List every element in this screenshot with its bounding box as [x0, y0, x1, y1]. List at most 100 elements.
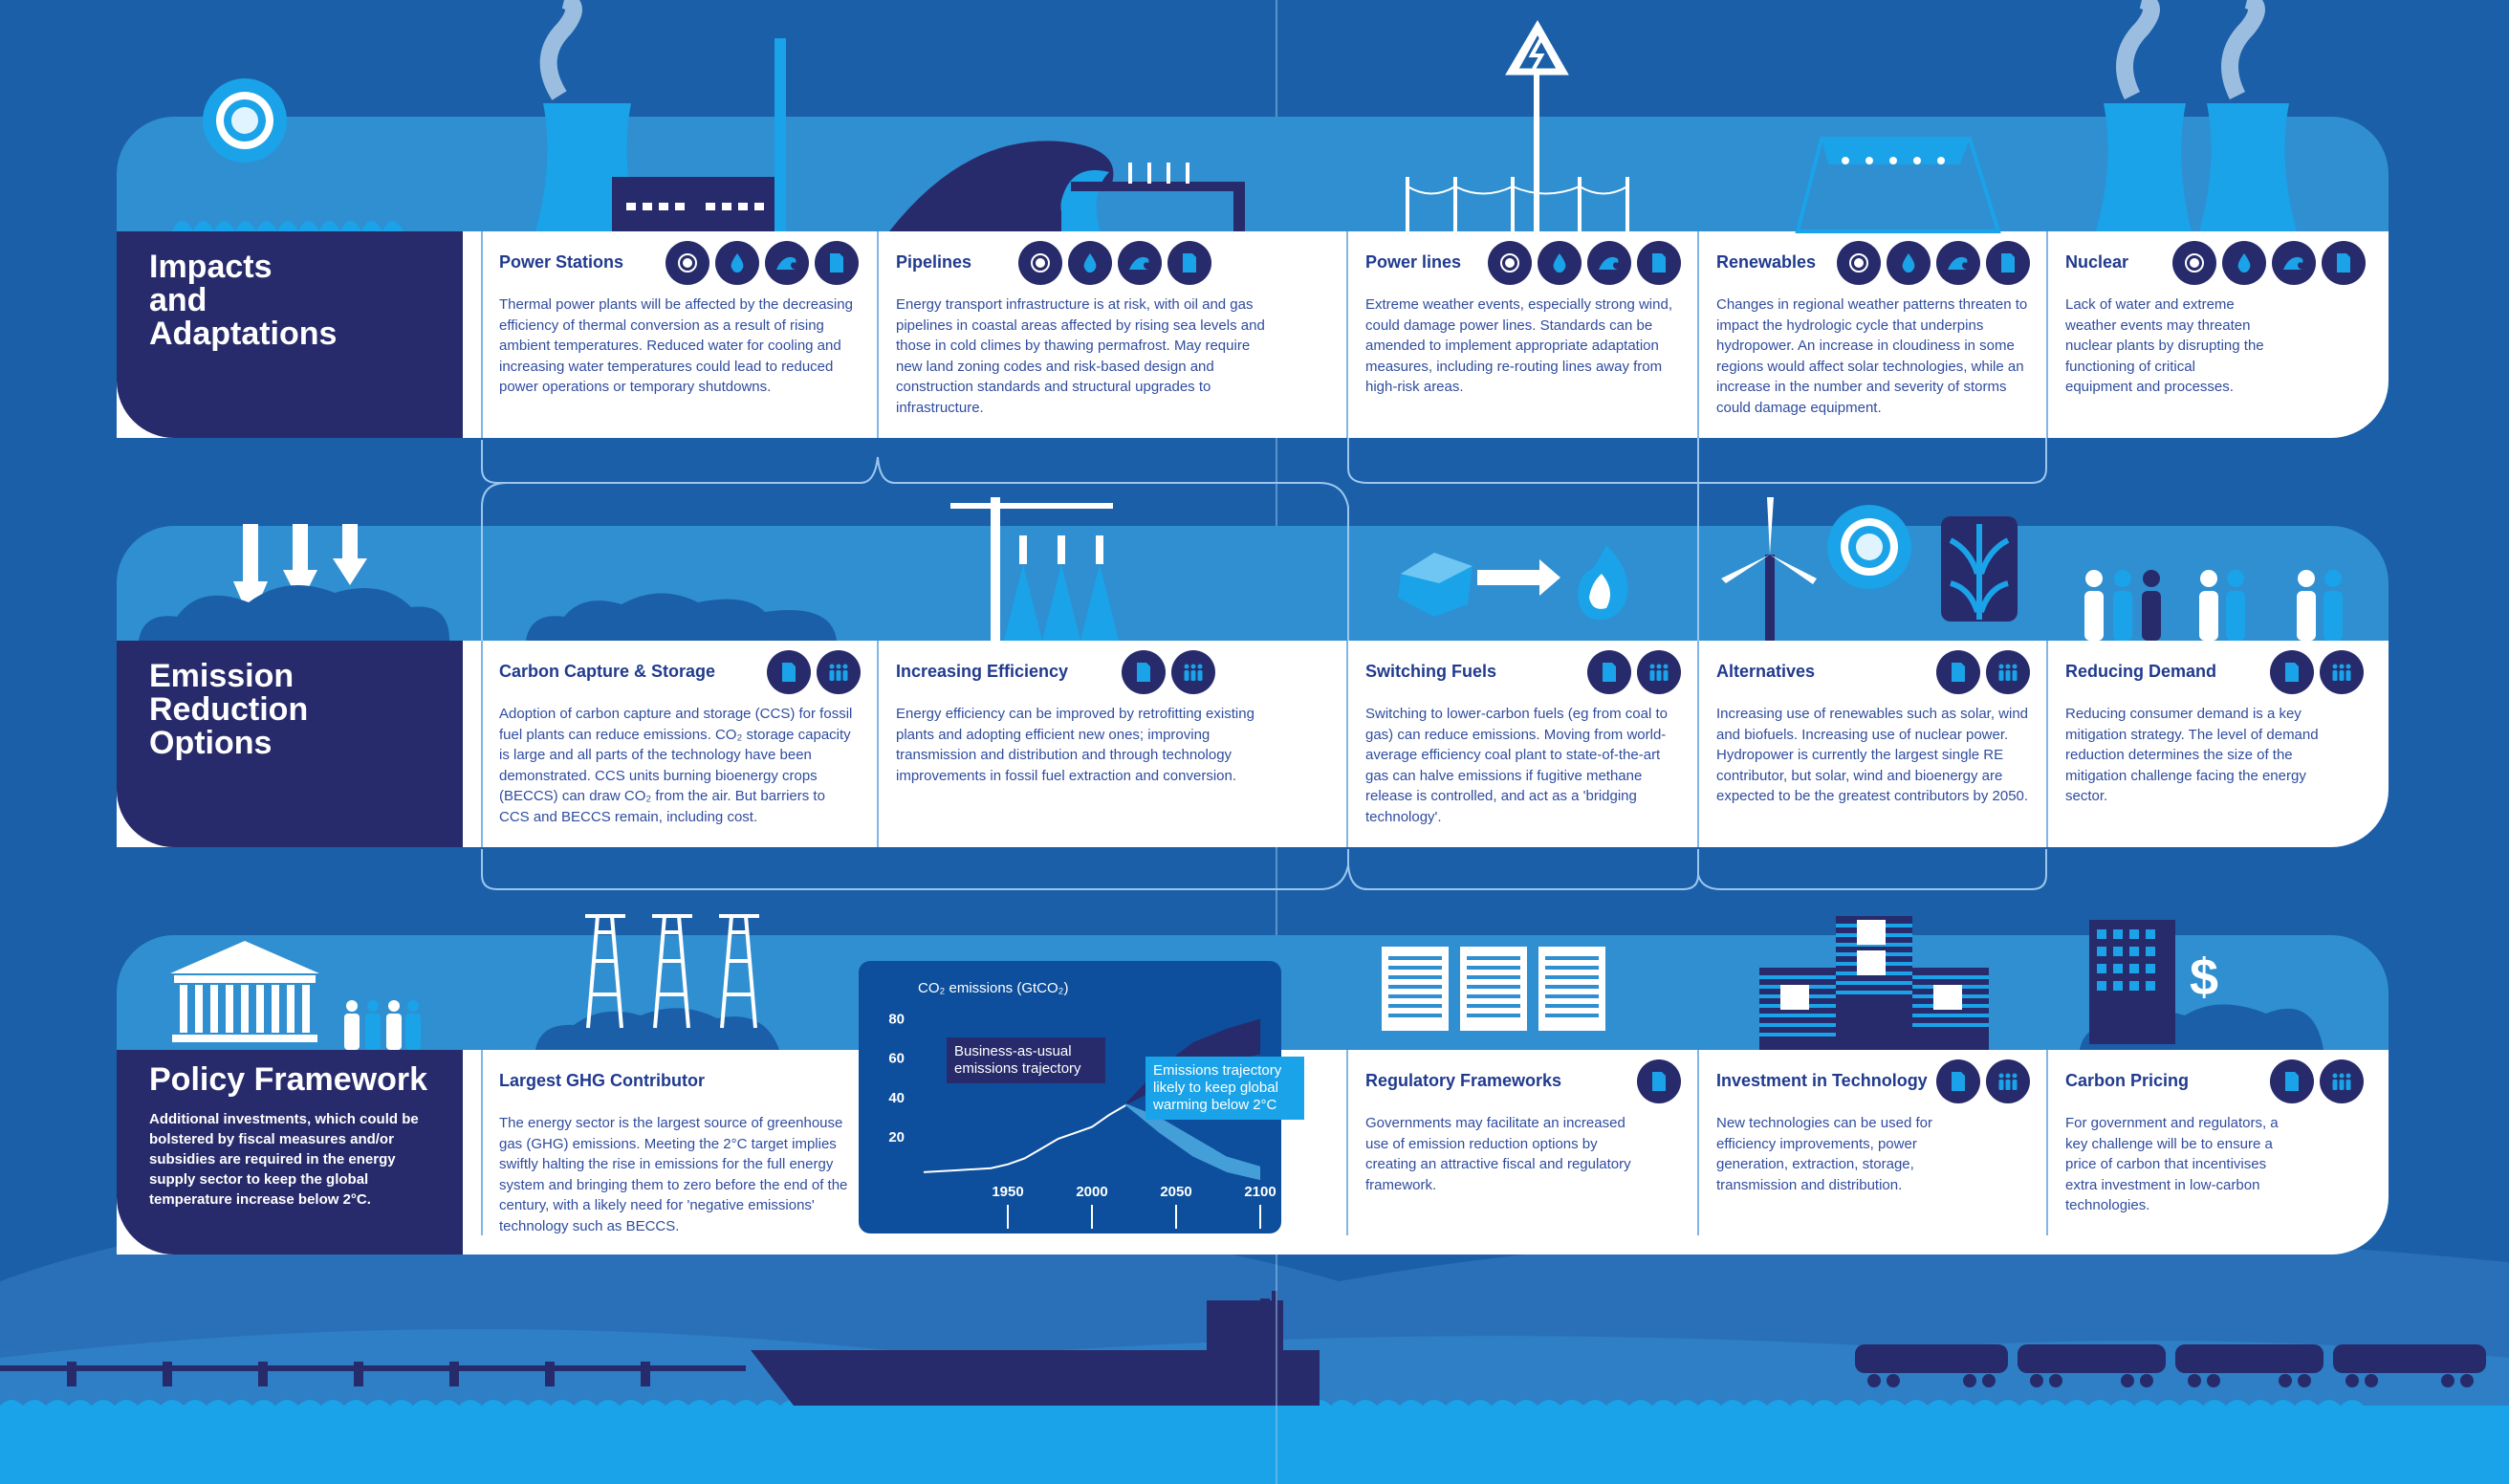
card-text: Thermal power plants will be affected by…	[499, 296, 853, 395]
carbon-capture-card: Carbon Capture & Storage Adoption of car…	[480, 641, 877, 847]
document-icon	[1986, 241, 2030, 285]
government-building-illustration	[170, 941, 319, 1042]
divider	[2046, 1050, 2048, 1235]
divider	[1697, 231, 1699, 438]
card-text: Reducing consumer demand is a key mitiga…	[2065, 706, 2319, 804]
sun-icon	[1488, 241, 1532, 285]
divider	[1697, 1050, 1699, 1235]
switching-fuels-card: Switching Fuels Switching to lower-carbo…	[1346, 641, 1697, 847]
wind-turbine-illustration	[1721, 497, 1817, 641]
dam-illustration	[1795, 137, 2001, 233]
wave-icon	[1587, 241, 1631, 285]
water-drop-icon	[1068, 241, 1112, 285]
divider	[877, 231, 879, 438]
card-text: The energy sector is the largest source …	[499, 1115, 848, 1234]
water-drop-icon	[715, 241, 759, 285]
sun-icon	[2172, 241, 2216, 285]
icon-group	[1587, 650, 1681, 694]
icon-group	[1936, 1059, 2030, 1103]
document-icon	[1936, 1059, 1980, 1103]
crane-illustration	[950, 497, 1119, 641]
nuclear-towers-illustration	[2096, 0, 2297, 231]
below-2c-callout: Emissions trajectory likely to keep glob…	[1145, 1057, 1304, 1120]
power-stations-card: Power Stations Thermal power plants will…	[480, 231, 877, 438]
card-title: Carbon Pricing	[2065, 1071, 2190, 1090]
reducing-demand-card: Reducing Demand Reducing consumer demand…	[2046, 641, 2371, 847]
train-icon	[1855, 1344, 2486, 1387]
card-text: For government and regulators, a key cha…	[2065, 1115, 2279, 1213]
divider	[877, 641, 879, 847]
impacts-heading: Impacts and Adaptations	[149, 249, 338, 352]
sun-icon	[1837, 241, 1881, 285]
people-icon	[1986, 1059, 2030, 1103]
divider	[1346, 231, 1348, 438]
document-icon	[1122, 650, 1166, 694]
below-2c-band	[1125, 1102, 1260, 1181]
people-icon	[1637, 650, 1681, 694]
card-text: Adoption of carbon capture and storage (…	[499, 706, 853, 825]
card-title: Alternatives	[1716, 662, 1816, 681]
card-title: Increasing Efficiency	[896, 662, 1069, 681]
people-icon	[1171, 650, 1215, 694]
renewables-card: Renewables Changes in regional weather p…	[1697, 231, 2046, 438]
bau-callout: Business-as-usual emissions trajectory	[947, 1037, 1105, 1083]
card-title: Renewables	[1716, 252, 1817, 272]
solar-sun-illustration	[1827, 505, 1911, 589]
x-tick-label: 2050	[1160, 1184, 1191, 1200]
icon-group	[1488, 241, 1681, 285]
pipelines-card: Pipelines Energy transport infrastructur…	[877, 231, 1346, 438]
document-icon	[1936, 650, 1980, 694]
card-title: Pipelines	[896, 252, 972, 272]
largest-ghg-card: Largest GHG Contributor The energy secto…	[480, 1050, 859, 1255]
sun-icon	[665, 241, 709, 285]
investment-technology-card: Investment in Technology New technologie…	[1697, 1050, 2046, 1255]
card-text: Energy transport infrastructure is at ri…	[896, 296, 1265, 416]
divider	[481, 231, 483, 438]
nuclear-card: Nuclear Lack of water and extreme weathe…	[2046, 231, 2371, 438]
money-stacks-illustration	[1759, 916, 1989, 1050]
divider	[1346, 641, 1348, 847]
card-title: Reducing Demand	[2065, 662, 2217, 681]
icon-group	[1018, 241, 1211, 285]
card-text: Increasing use of renewables such as sol…	[1716, 706, 2029, 804]
office-building-illustration: $	[2089, 920, 2218, 1044]
divider	[2046, 641, 2048, 847]
power-station-illustration	[535, 0, 786, 231]
card-title: Power lines	[1365, 252, 1462, 272]
document-icon	[767, 650, 811, 694]
icon-group	[1637, 1059, 1681, 1103]
sun-icon	[1018, 241, 1062, 285]
water-drop-icon	[2222, 241, 2266, 285]
y-tick-label: 40	[888, 1090, 905, 1106]
water-drop-icon	[1887, 241, 1931, 285]
card-title: Carbon Capture & Storage	[499, 662, 716, 681]
card-text: Lack of water and extreme weather events…	[2065, 296, 2264, 395]
document-icon	[2270, 650, 2314, 694]
divider	[481, 641, 483, 847]
documents-illustration	[1382, 947, 1605, 1031]
y-tick-label: 80	[888, 1012, 905, 1028]
people-icon	[1986, 650, 2030, 694]
wave-icon	[2272, 241, 2316, 285]
small-people-illustration	[344, 1000, 421, 1050]
people-icon	[2320, 1059, 2364, 1103]
document-icon	[815, 241, 859, 285]
document-icon	[2270, 1059, 2314, 1103]
people-illustration	[2084, 570, 2343, 641]
card-title: Switching Fuels	[1365, 662, 1497, 681]
wave-illustration	[889, 141, 1245, 231]
card-title: Largest GHG Contributor	[499, 1071, 705, 1090]
divider	[1697, 641, 1699, 847]
emission-heading: Emission Reduction Options	[149, 658, 309, 761]
emission-label-panel: Emission Reduction Options	[117, 641, 463, 847]
svg-text:$: $	[2190, 949, 2218, 1006]
policy-heading: Policy Framework	[149, 1061, 428, 1098]
icon-group	[1936, 650, 2030, 694]
document-icon	[2322, 241, 2366, 285]
y-tick-label: 20	[888, 1129, 905, 1146]
icon-group	[2270, 1059, 2364, 1103]
document-icon	[1637, 1059, 1681, 1103]
